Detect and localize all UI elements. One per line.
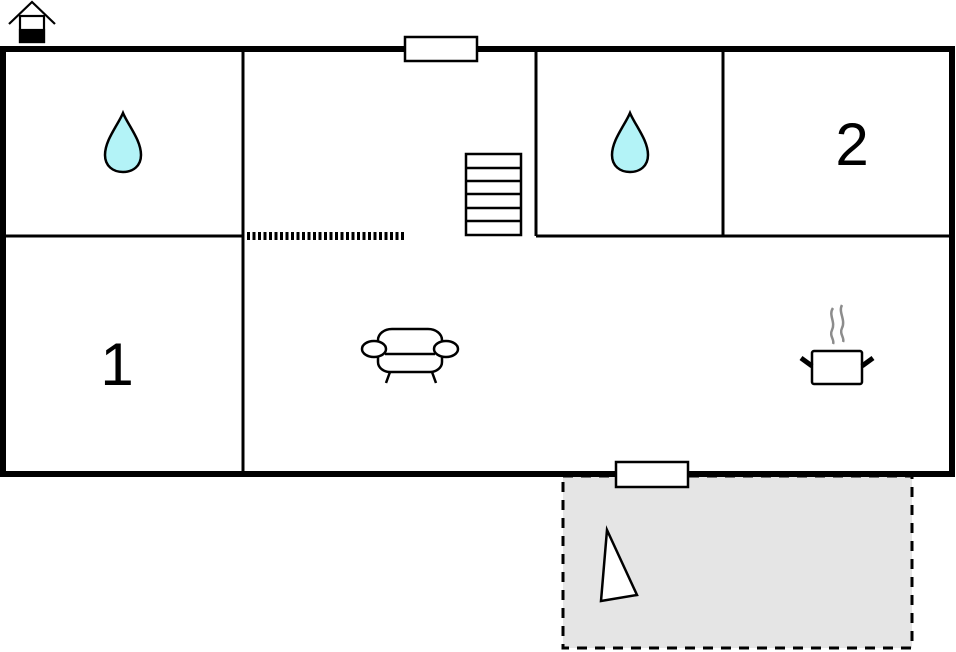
water-drop-icon <box>103 109 143 174</box>
water-drop-icon <box>610 109 650 174</box>
top-window <box>403 35 479 63</box>
sofa-icon <box>360 327 460 384</box>
bottom-window <box>614 460 690 489</box>
bedroom-2-label: 2 <box>835 111 868 178</box>
house-level-icon <box>8 0 56 44</box>
bedroom-1-label: 1 <box>100 331 133 398</box>
staircase <box>464 152 523 237</box>
interior-walls <box>3 49 952 474</box>
cooking-pot-icon <box>799 304 875 386</box>
sail-triangle-icon <box>599 525 639 603</box>
outer-wall <box>0 46 955 477</box>
